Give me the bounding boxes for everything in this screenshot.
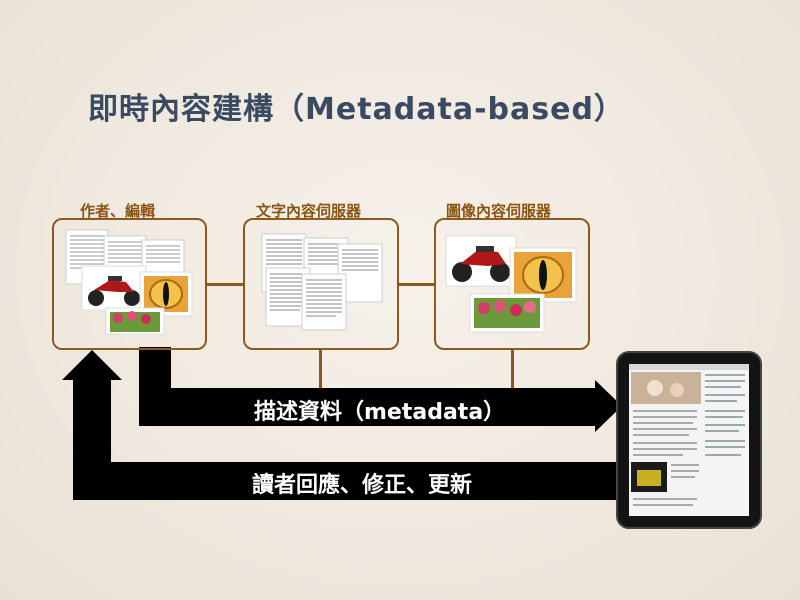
tulip-image bbox=[469, 293, 545, 333]
document-icon bbox=[301, 273, 347, 331]
motorcycle-image bbox=[81, 265, 147, 311]
node-label-text-server: 文字內容伺服器 bbox=[256, 202, 362, 220]
eye-image bbox=[509, 247, 577, 303]
text-documents-collage bbox=[261, 233, 383, 331]
tulip-image bbox=[105, 307, 165, 335]
node-label-author: 作者、編輯 bbox=[80, 202, 156, 220]
connector-image-down bbox=[511, 348, 514, 390]
slide-title: 即時內容建構（Metadata-based） bbox=[88, 92, 625, 127]
feedback-arrow-label: 讀者回應、修正、更新 bbox=[252, 473, 473, 498]
connector-author-text bbox=[205, 283, 245, 286]
metadata-arrow-label: 描述資料（metadata） bbox=[254, 400, 506, 425]
tablet-device bbox=[616, 351, 762, 529]
motorcycle-image bbox=[445, 235, 517, 287]
feedback-arrow bbox=[62, 350, 618, 500]
metadata-arrow bbox=[139, 347, 622, 432]
node-box-text-server bbox=[243, 218, 399, 350]
node-box-author bbox=[52, 218, 207, 350]
image-collage bbox=[445, 235, 577, 333]
node-label-image-server: 圖像內容伺服器 bbox=[446, 202, 552, 220]
author-content-collage bbox=[65, 229, 193, 335]
node-box-image-server bbox=[434, 218, 590, 350]
eye-image bbox=[139, 271, 193, 317]
connector-text-down bbox=[319, 348, 322, 390]
connector-text-image bbox=[397, 283, 436, 286]
